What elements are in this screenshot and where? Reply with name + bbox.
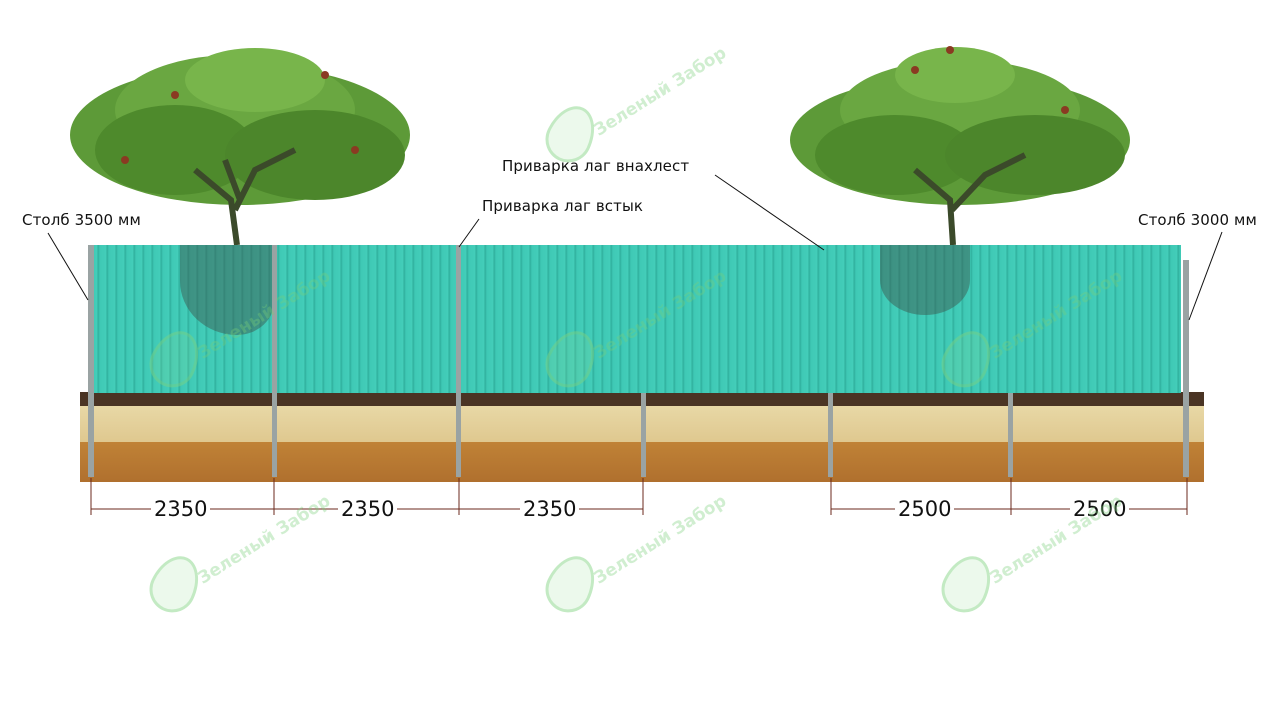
callout-post-3000: Столб 3000 мм	[1138, 211, 1257, 229]
tree-shadow	[880, 245, 970, 315]
callout-weld-overlap: Приварка лаг внахлест	[502, 157, 690, 175]
post-3500	[88, 245, 94, 477]
tree-crown	[70, 48, 410, 205]
leader-weld-overlap	[714, 174, 825, 251]
tree-trunk	[913, 152, 1027, 246]
tree-left-illustration	[70, 48, 410, 246]
post	[272, 245, 277, 477]
dimension-lines	[90, 478, 1188, 515]
dimension-label: 2350	[151, 498, 211, 520]
leader-post-left	[47, 232, 89, 301]
tree-trunk	[193, 147, 297, 246]
callout-weld-butt: Приварка лаг встык	[482, 197, 644, 215]
post-3000	[1183, 260, 1189, 477]
dimension-label: 2500	[1070, 498, 1130, 520]
leader-post-right	[1188, 231, 1223, 321]
callout-post-3500: Столб 3500 мм	[22, 211, 141, 229]
leader-weld-butt	[458, 218, 480, 248]
tree-crown	[790, 46, 1130, 205]
dimension-label: 2350	[338, 498, 398, 520]
dimension-label: 2350	[520, 498, 580, 520]
dimension-label: 2500	[895, 498, 955, 520]
post-weld-butt	[456, 245, 461, 477]
post	[641, 393, 646, 477]
tree-right-illustration	[790, 46, 1130, 246]
post	[1008, 393, 1013, 477]
post	[828, 393, 833, 477]
